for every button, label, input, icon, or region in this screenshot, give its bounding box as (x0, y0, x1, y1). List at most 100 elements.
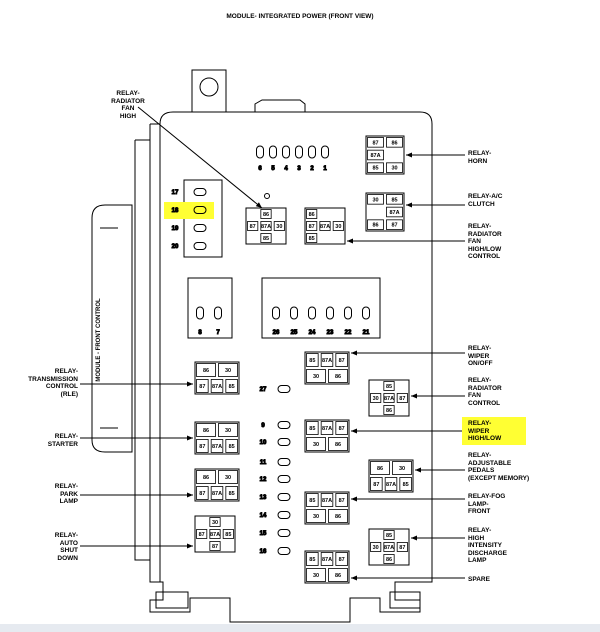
fuse-label-27: 27 (260, 387, 267, 393)
pin-30: 30 (225, 428, 231, 434)
pin-87A: 87A (370, 153, 380, 159)
page-title: MODULE- INTEGRATED POWER (FRONT VIEW) (0, 13, 600, 21)
pin-87: 87 (199, 532, 205, 538)
pin-87A: 87A (389, 210, 399, 216)
fuse-label-18: 18 (172, 208, 179, 214)
pin-86: 86 (377, 466, 383, 472)
fuse-label-21: 21 (363, 330, 370, 336)
pin-85: 85 (309, 358, 315, 364)
pin-87A: 87A (210, 532, 220, 538)
fuse-label-13: 13 (260, 495, 267, 501)
fuse-12 (277, 475, 291, 483)
fuse-9 (277, 421, 291, 429)
pin-30: 30 (225, 475, 231, 481)
pin-30: 30 (313, 374, 319, 380)
pin-30: 30 (391, 166, 397, 172)
pin-87: 87 (399, 545, 405, 551)
fuse-1 (321, 145, 329, 159)
pin-86: 86 (203, 368, 209, 374)
pin-87: 87 (199, 491, 205, 497)
pin-30: 30 (276, 224, 282, 230)
pin-85: 85 (229, 444, 235, 450)
fuse-14 (277, 511, 291, 519)
fuse-label-16: 16 (260, 549, 267, 555)
pin-85: 85 (309, 236, 315, 242)
small-terminal (264, 193, 270, 199)
fuse-26 (272, 306, 280, 320)
pin-85: 85 (403, 482, 409, 488)
fuse-label-17: 17 (172, 190, 179, 196)
bottom-left-clip (155, 591, 189, 609)
fuse-label-5: 5 (271, 166, 275, 172)
fuse-3 (295, 145, 303, 159)
fuse-label-24: 24 (309, 330, 316, 336)
fuse-label-7: 7 (216, 330, 220, 336)
pin-85: 85 (391, 197, 397, 203)
pin-85: 85 (386, 533, 392, 539)
pin-30: 30 (212, 520, 218, 526)
label-relay-horn: RELAY-HORN (468, 150, 492, 165)
fuse-5 (269, 145, 277, 159)
fuse-25 (290, 306, 298, 320)
pin-86: 86 (309, 212, 315, 218)
pin-85: 85 (372, 166, 378, 172)
bottom-right-clip (389, 591, 421, 609)
pin-30: 30 (225, 368, 231, 374)
leader-horn (406, 152, 465, 158)
title-line-1: MODULE- INTEGRATED POWER (226, 13, 327, 20)
pin-87A: 87A (320, 224, 330, 230)
leader-wiper-on-off (351, 350, 465, 356)
pin-30: 30 (372, 197, 378, 203)
pin-87: 87 (391, 223, 397, 229)
leader-hid-lamp (411, 535, 465, 541)
fuse-label-15: 15 (260, 531, 267, 537)
pin-87A: 87A (384, 396, 394, 402)
fuse-label-2: 2 (310, 166, 314, 172)
pin-87: 87 (309, 224, 315, 230)
pin-85: 85 (229, 491, 235, 497)
leader-auto-shut-down (80, 543, 193, 549)
leader-ac-clutch (406, 202, 465, 208)
fuse-label-4: 4 (284, 166, 288, 172)
top-connector (254, 99, 306, 112)
leader-rad-fan-control (411, 393, 465, 399)
pin-30: 30 (313, 573, 319, 579)
fuse-22 (344, 306, 352, 320)
fuse-label-1: 1 (323, 166, 327, 172)
pair-fuse-block (187, 277, 233, 339)
pin-87A: 87A (322, 557, 332, 563)
pin-86: 86 (203, 428, 209, 434)
pin-30: 30 (373, 545, 379, 551)
fuse-27 (277, 385, 291, 393)
pin-86: 86 (203, 475, 209, 481)
fuse-23 (326, 306, 334, 320)
pin-86: 86 (335, 573, 341, 579)
pin-87A: 87A (322, 426, 332, 432)
fuse-11 (277, 458, 291, 466)
fuse-label-23: 23 (327, 330, 334, 336)
pin-86: 86 (335, 514, 341, 520)
fuse-label-14: 14 (260, 513, 267, 519)
pin-30: 30 (399, 466, 405, 472)
pin-30: 30 (373, 396, 379, 402)
fuse-label-3: 3 (297, 166, 301, 172)
pin-87: 87 (212, 544, 218, 550)
pin-87: 87 (250, 224, 256, 230)
fuse-24 (308, 306, 316, 320)
fuse-7 (214, 306, 222, 320)
